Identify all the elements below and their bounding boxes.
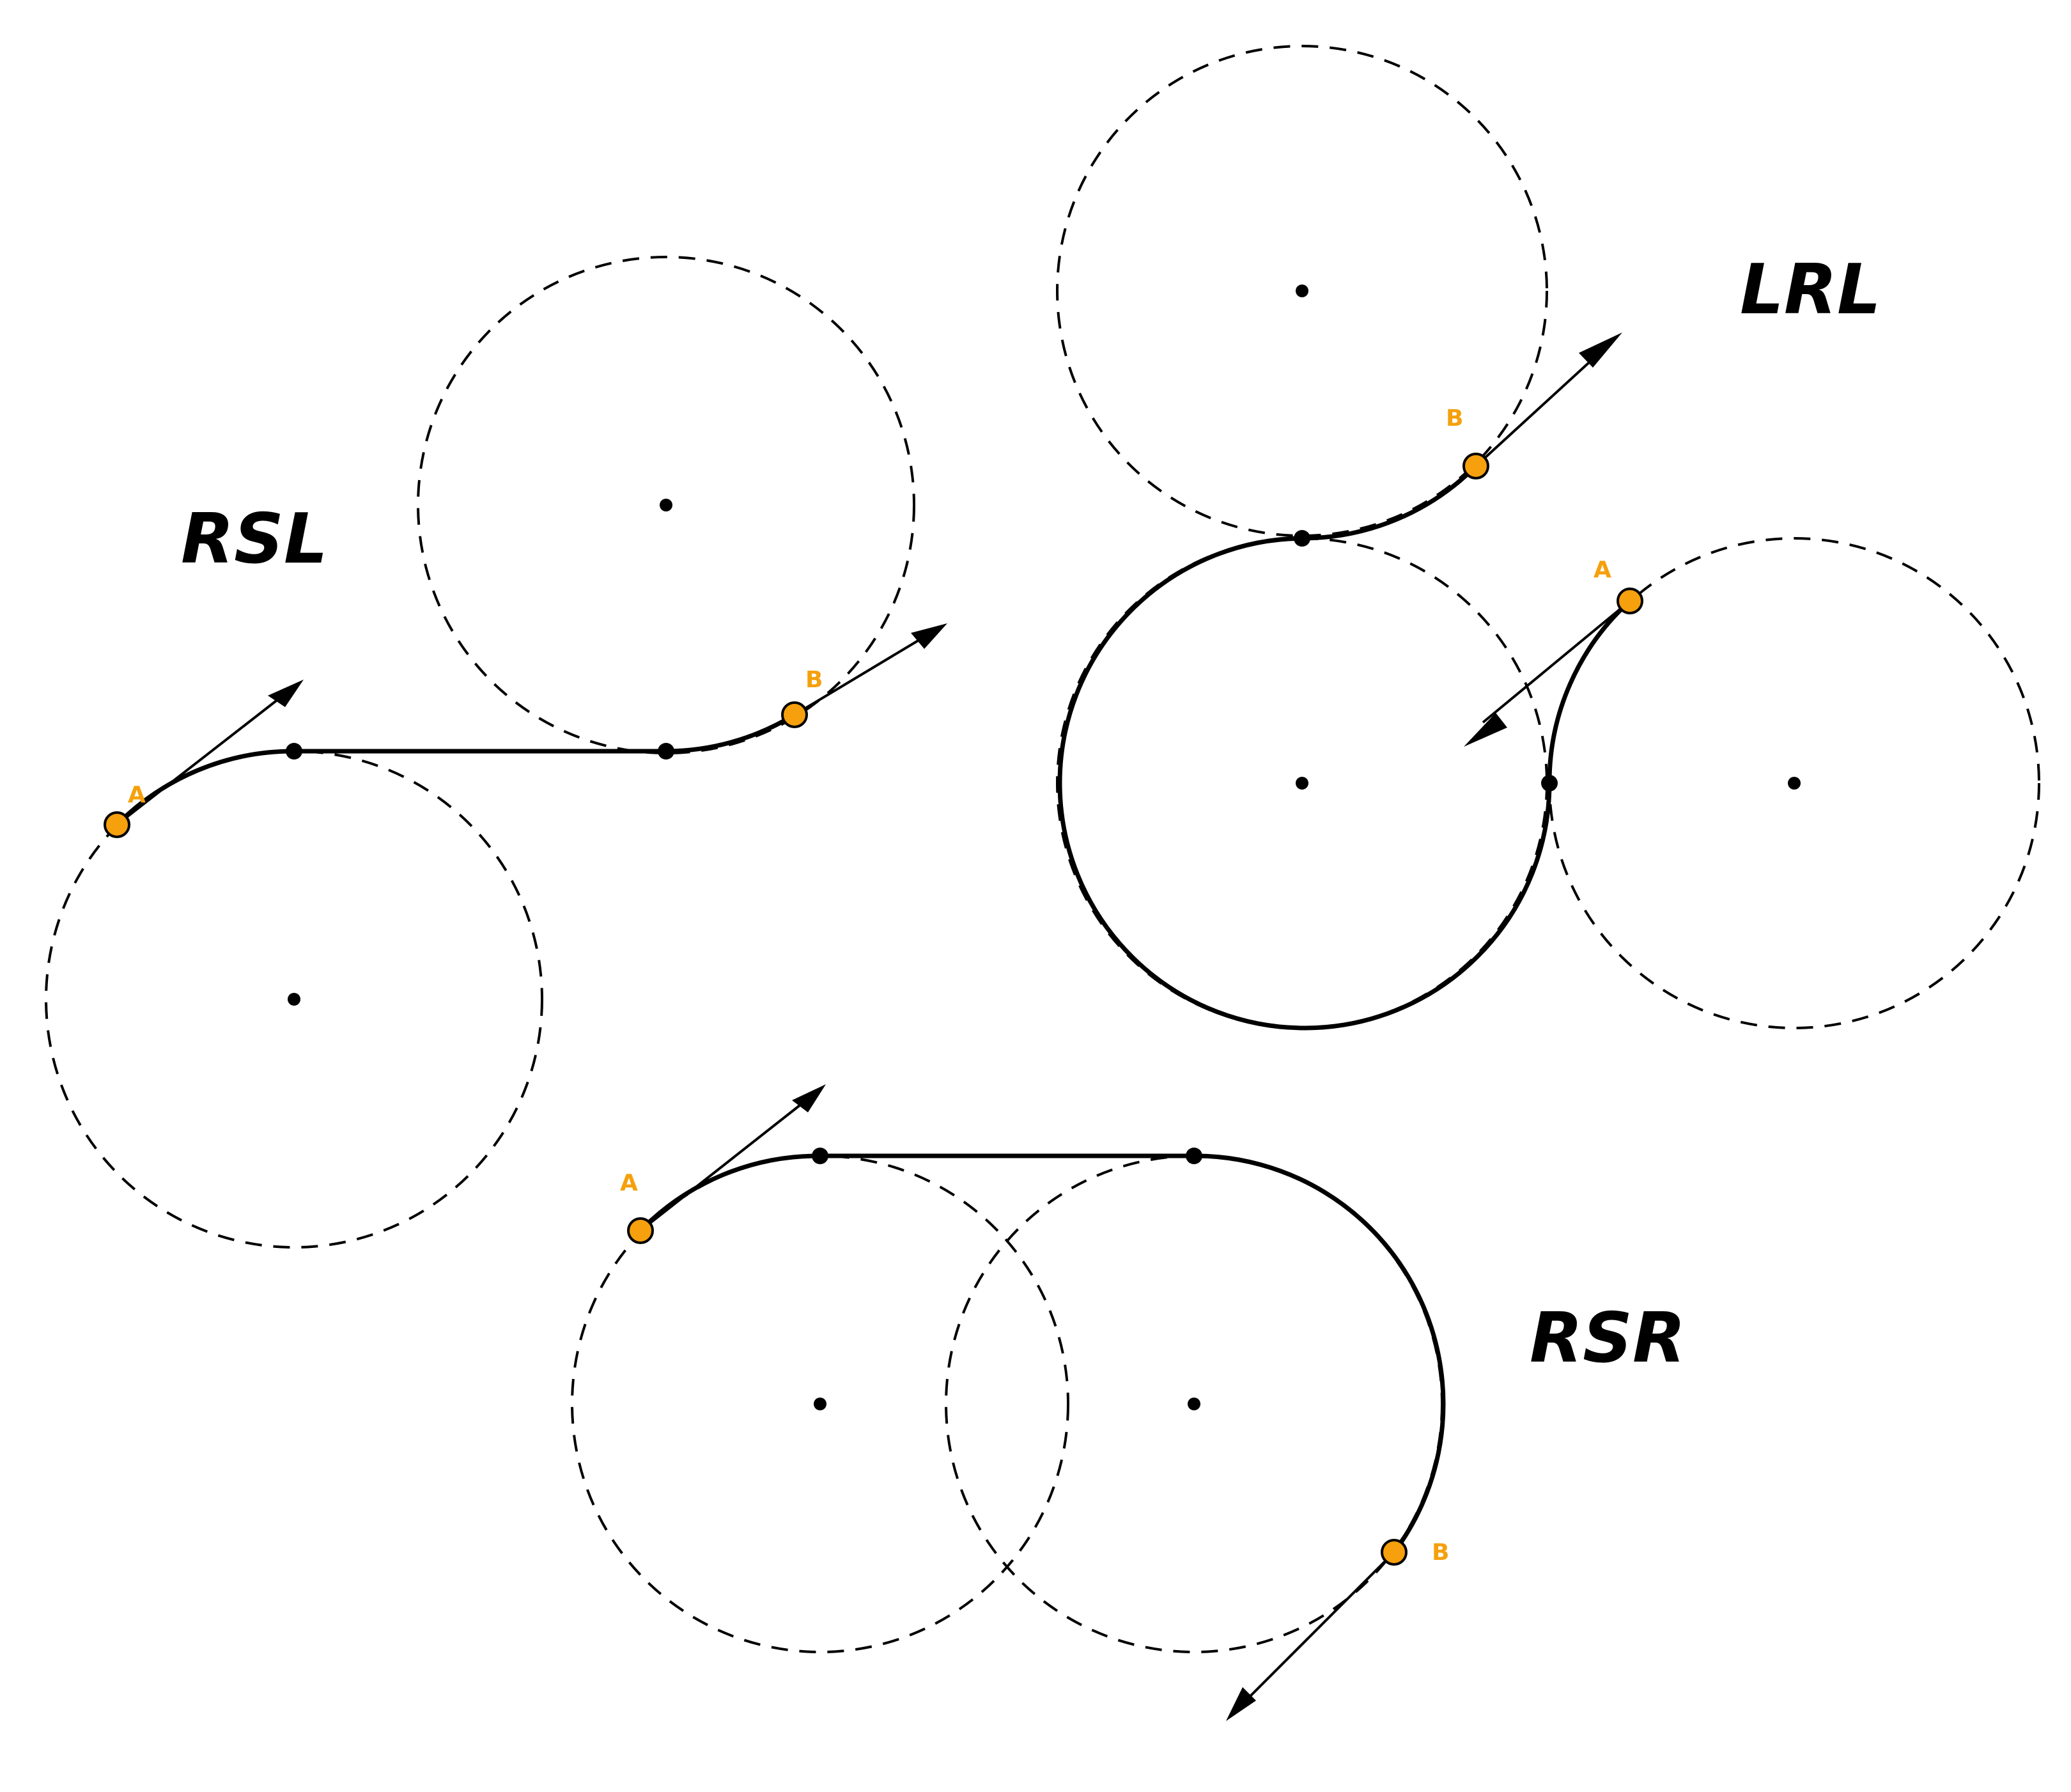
lrl-title: LRL: [1740, 250, 1881, 330]
lrl-upper-circle-center: [1296, 284, 1308, 297]
lrl-first-left-arc: [1547, 598, 1633, 786]
rsr-first-right-arc: [638, 1153, 823, 1233]
rsl-tangent-point-1: [286, 743, 302, 760]
rsr-label-b: B: [1432, 1539, 1449, 1566]
lrl-lower-circle-center: [1788, 777, 1801, 790]
lrl-end-arrowhead-icon: [1579, 332, 1622, 368]
lrl-start-heading-arrow: [1482, 600, 1631, 724]
lrl-right-arc: [1057, 536, 1552, 1031]
lrl-point-a: [1617, 588, 1643, 614]
rsl-label-a: A: [128, 782, 146, 808]
rsr-second-circle-center: [1188, 1398, 1200, 1410]
rsr-start-heading-arrow: [639, 1100, 807, 1232]
rsl-right-circle-center: [288, 993, 300, 1006]
rsl-left-circle-center: [660, 499, 672, 511]
lrl-tangent-point-1: [1541, 775, 1558, 791]
rsr-first-circle-center: [814, 1398, 826, 1410]
rsr-tangent-point-1: [812, 1148, 828, 1164]
rsr-diagram: A B RSR: [571, 1084, 1686, 1721]
rsl-tangent-point-2: [658, 743, 674, 760]
rsl-point-b: [781, 701, 808, 728]
rsl-label-b: B: [805, 667, 823, 693]
lrl-label-a: A: [1594, 557, 1611, 583]
rsl-left-turn-circle: [417, 256, 915, 754]
rsl-end-heading-arrow: [793, 635, 927, 716]
lrl-middle-circle-center: [1296, 777, 1308, 790]
rsl-diagram: A B RSL: [45, 256, 947, 1249]
rsl-end-arrowhead-icon: [911, 623, 947, 649]
rsl-start-arrowhead-icon: [268, 680, 304, 707]
rsl-left-arc: [663, 712, 797, 754]
rsl-right-arc: [114, 749, 297, 827]
lrl-tangent-point-2: [1294, 530, 1310, 547]
lrl-point-b: [1462, 453, 1489, 479]
rsr-point-a: [627, 1217, 654, 1244]
lrl-start-arrowhead-icon: [1464, 713, 1507, 747]
rsr-start-arrowhead-icon: [792, 1084, 826, 1112]
lrl-upper-left-circle: [1056, 45, 1548, 537]
rsl-start-heading-arrow: [116, 696, 283, 826]
rsr-end-arrowhead-icon: [1226, 1687, 1256, 1721]
lrl-label-b: B: [1446, 405, 1463, 432]
rsl-point-a: [104, 811, 130, 838]
rsl-title: RSL: [181, 499, 328, 579]
rsr-title: RSR: [1530, 1298, 1686, 1378]
rsr-label-a: A: [620, 1170, 638, 1196]
rsr-end-heading-arrow: [1243, 1551, 1395, 1703]
rsr-second-right-arc: [1191, 1153, 1446, 1555]
lrl-diagram: A B LRL: [1056, 45, 2040, 1031]
lrl-end-heading-arrow: [1475, 347, 1606, 467]
rsr-tangent-point-2: [1186, 1148, 1202, 1164]
rsr-point-b: [1381, 1539, 1408, 1566]
lrl-final-left-arc: [1299, 464, 1478, 541]
